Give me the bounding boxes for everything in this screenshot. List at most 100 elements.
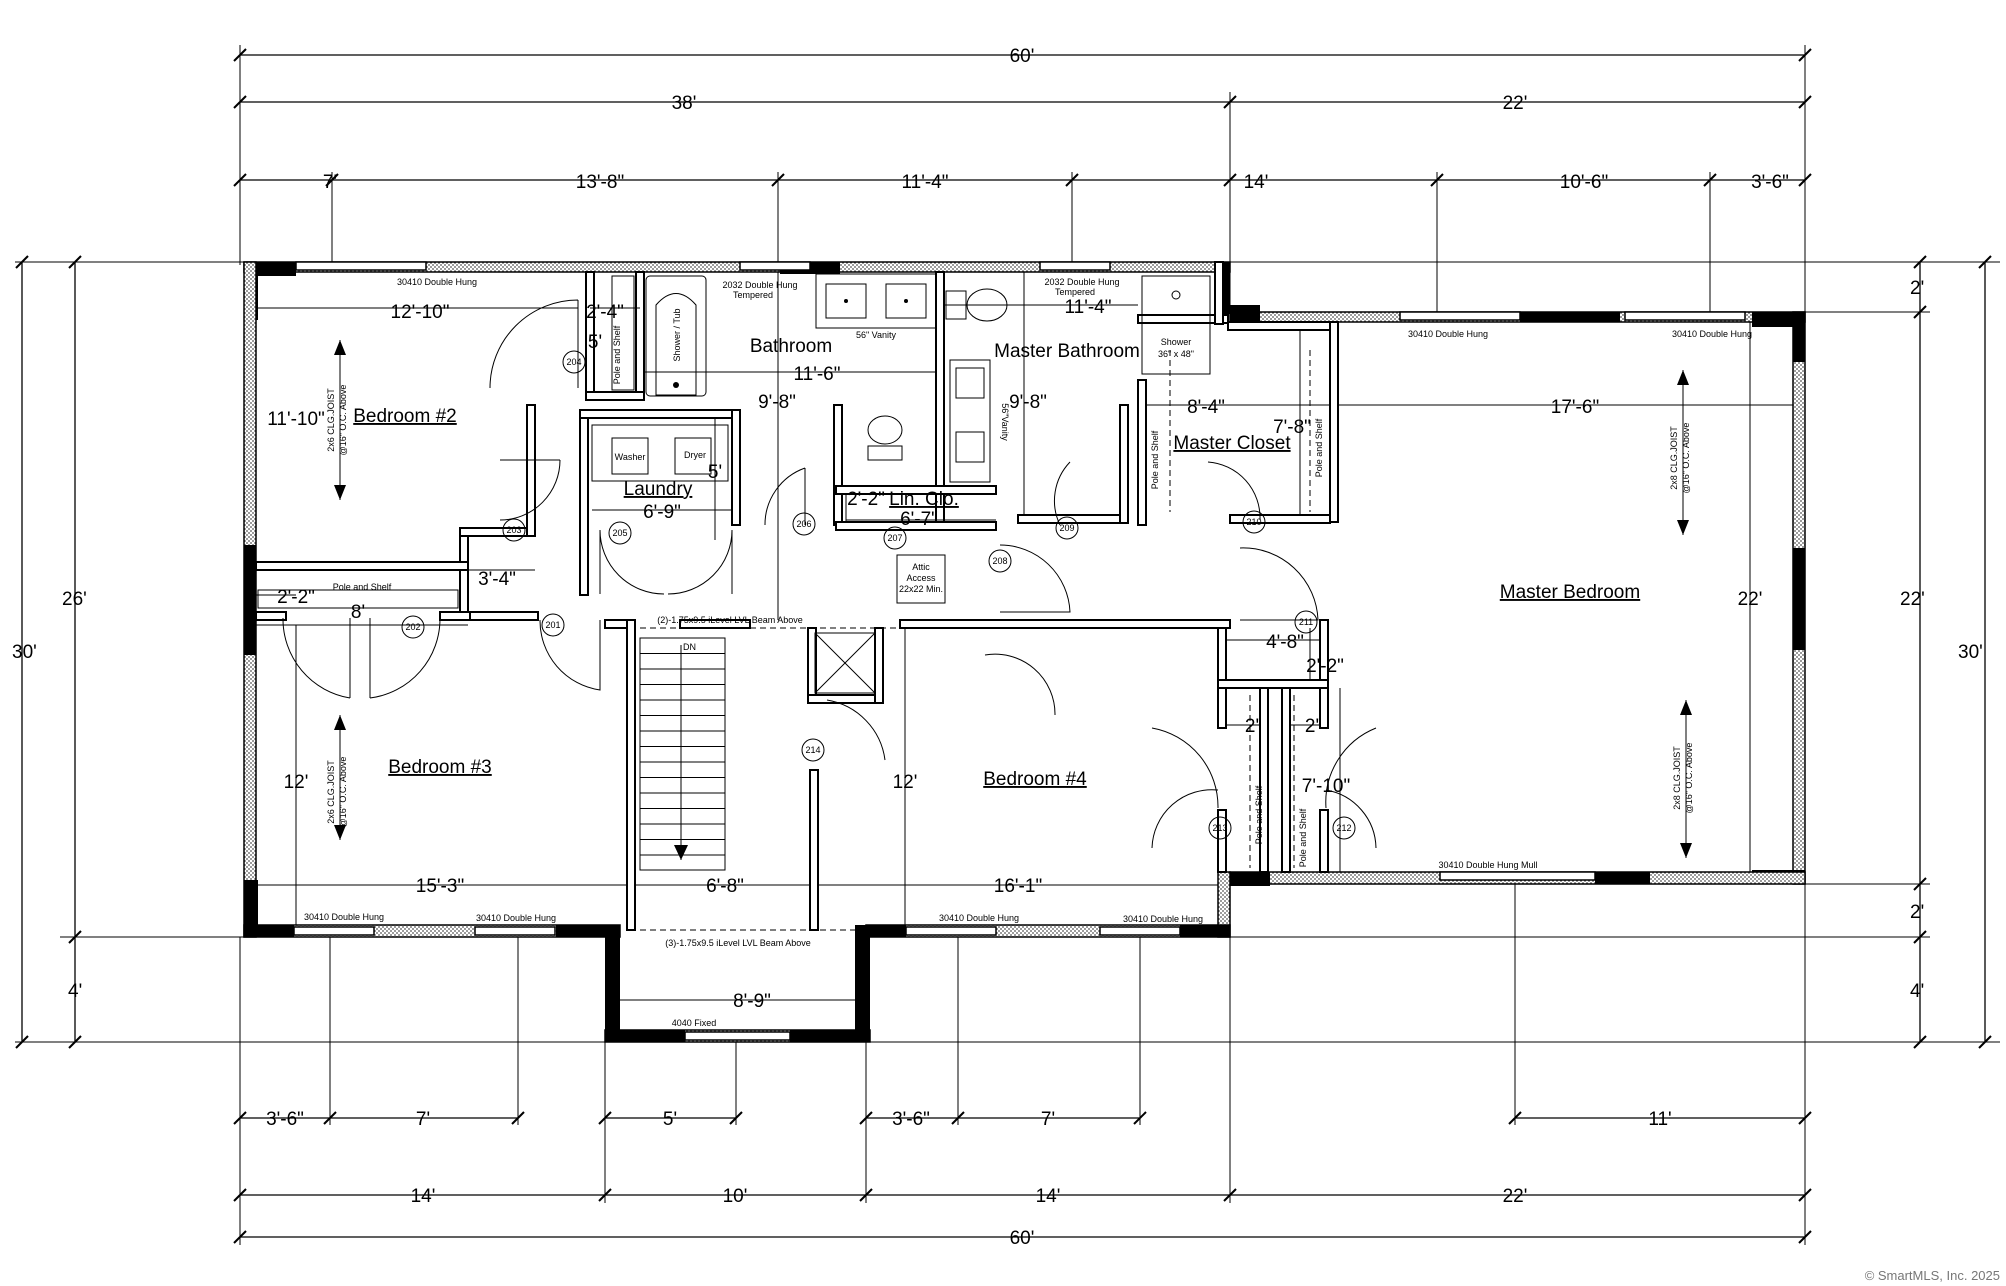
dim-bottom-a-3: 5' xyxy=(663,1109,677,1130)
window-label-mbed-2: 30410 Double Hung xyxy=(1672,329,1752,339)
window-label-bath-2: Tempered xyxy=(733,290,773,300)
pole-shelf-mcloset-right: Pole and Shelf xyxy=(1314,418,1324,477)
dim-top-left: 38' xyxy=(672,93,697,114)
dim-bottom-b-4: 22' xyxy=(1503,1186,1528,1207)
dim-top-seg-6: 3'-6" xyxy=(1751,172,1789,193)
dim-bottom-b-1: 14' xyxy=(411,1186,436,1207)
dim-b4-w: 16'-1" xyxy=(994,876,1042,897)
dim-left-total: 30' xyxy=(12,642,37,663)
dim-bottom-a-5: 7' xyxy=(1041,1109,1055,1130)
dim-top-seg-5: 10'-6" xyxy=(1560,172,1608,193)
door-tag-213: 213 xyxy=(1212,823,1227,833)
door-tag-204: 204 xyxy=(566,357,581,367)
washer-label: Washer xyxy=(615,452,646,462)
dim-top-seg-2: 13'-8" xyxy=(576,172,624,193)
room-laundry: Laundry xyxy=(624,479,693,500)
shower-tub-label: Shower / Tub xyxy=(672,308,682,361)
shower-label: Shower xyxy=(1161,337,1192,347)
door-tag-206: 206 xyxy=(796,519,811,529)
side-dimensions: 30' 26' 4' 2' 22' 30' 2' 4' xyxy=(12,255,2000,1049)
room-master-bathroom: Master Bathroom xyxy=(994,341,1140,362)
vanity-bath-label: 56" Vanity xyxy=(856,330,897,340)
dim-top-seg-4: 14' xyxy=(1244,172,1269,193)
dim-closet204-w: 2'-4" xyxy=(586,302,624,323)
beam-top-label: (2)-1.75x9.5 iLevel LVL Beam Above xyxy=(657,615,803,625)
bottom-dimensions: 3'-6" 7' 5' 3'-6" 7' 11' 14' 10' 14' 22'… xyxy=(233,880,1812,1249)
dim-stair-w: 6'-8" xyxy=(706,876,744,897)
vanity-mbath-label: 56"Vanity xyxy=(1000,403,1010,441)
joist-b3-2: @16" O.C. Above xyxy=(338,757,348,828)
door-tag-209: 209 xyxy=(1059,523,1074,533)
dim-mbath-width: 11'-4" xyxy=(1065,297,1112,318)
dim-hall211-w: 4'-8" xyxy=(1266,632,1304,653)
doors xyxy=(282,299,1377,849)
dim-top-right: 22' xyxy=(1503,93,1528,114)
dim-top-total: 60' xyxy=(1010,46,1035,67)
dim-b3-h: 12' xyxy=(284,772,309,793)
dim-b4-h: 12' xyxy=(893,772,918,793)
shower-size-label: 36" x 48" xyxy=(1158,349,1194,359)
dim-top-seg-3: 11'-4" xyxy=(902,172,949,193)
beams: (2)-1.75x9.5 iLevel LVL Beam Above (3)-1… xyxy=(640,615,900,948)
window-label-b3-1: 30410 Double Hung xyxy=(304,912,384,922)
room-bedroom-4: Bedroom #4 xyxy=(983,769,1087,790)
dim-mbath-height: 9'-8" xyxy=(1009,392,1047,413)
dim-bump-w: 8'-9" xyxy=(733,991,771,1012)
dim-bottom-a-6: 11' xyxy=(1648,1109,1671,1130)
joist-b2-1: 2x6 CLG.JOIST xyxy=(326,388,336,452)
joist-mb-2: @16" O.C. Above xyxy=(1681,423,1691,494)
window-label-mbath: 2032 Double Hung xyxy=(1044,277,1119,287)
door-tag-203: 203 xyxy=(506,525,521,535)
dim-hall211-d: 2'-2" xyxy=(1306,656,1344,677)
dim-right-main: 22' xyxy=(1900,589,1925,610)
joist-mb3-2: @16" O.C. Above xyxy=(1684,743,1694,814)
dim-bottom-total: 60' xyxy=(1010,1228,1035,1249)
windows xyxy=(293,261,1746,1041)
window-label-mbed-1: 30410 Double Hung xyxy=(1408,329,1488,339)
room-bedroom-2: Bedroom #2 xyxy=(353,406,457,427)
window-label-b3-2: 30410 Double Hung xyxy=(476,913,556,923)
dim-bottom-b-2: 10' xyxy=(723,1186,748,1207)
window-label-bath: 2032 Double Hung xyxy=(722,280,797,290)
interior-dim-lines xyxy=(256,272,1793,1001)
window-label-mbed-mull: 30410 Double Hung Mull xyxy=(1438,860,1537,870)
attic-label-3: 22x22 Min. xyxy=(899,584,943,594)
room-bathroom: Bathroom xyxy=(750,336,832,357)
dim-laundry-h: 5' xyxy=(708,462,722,483)
interior-walls xyxy=(255,261,1339,931)
dryer-label: Dryer xyxy=(684,450,706,460)
window-label-b2: 30410 Double Hung xyxy=(397,277,477,287)
dim-bottom-a-4: 3'-6" xyxy=(892,1109,930,1130)
dim-left-bottom: 4' xyxy=(68,981,82,1002)
dim-closet-b-w: 2' xyxy=(1305,716,1319,737)
window-label-b4-1: 30410 Double Hung xyxy=(939,913,1019,923)
pole-shelf-mcloset-left: Pole and Shelf xyxy=(1150,430,1160,489)
dim-b3-w: 15'-3" xyxy=(416,876,464,897)
dim-right-bottom-a: 2' xyxy=(1910,902,1924,923)
door-tag-214: 214 xyxy=(805,745,820,755)
dim-mbed-w: 17'-6" xyxy=(1551,397,1599,418)
dim-right-bottom-b: 4' xyxy=(1910,981,1924,1002)
beam-bottom-label: (3)-1.75x9.5 iLevel LVL Beam Above xyxy=(665,938,811,948)
door-tags: 201 202 203 204 205 206 207 208 209 210 … xyxy=(401,350,1356,840)
dim-bottom-a-1: 3'-6" xyxy=(266,1109,304,1130)
interior-dims: 12'-10" 11'-10" 2'-4" 5' 11'-6" 9'-8" 11… xyxy=(267,297,1762,1012)
pole-shelf-204: Pole and Shelf xyxy=(612,325,622,384)
dim-right-top: 2' xyxy=(1910,278,1924,299)
dim-hall-w: 3'-4" xyxy=(478,569,516,590)
dim-left-main: 26' xyxy=(62,589,87,610)
door-tag-211: 211 xyxy=(1299,617,1313,627)
annotations: 30410 Double Hung 2032 Double Hung Tempe… xyxy=(304,277,1752,1028)
dim-mcloset-w: 8'-4" xyxy=(1187,397,1225,418)
room-master-bedroom: Master Bedroom xyxy=(1500,582,1640,603)
dim-b2-height: 11'-10" xyxy=(267,409,325,430)
dim-mbed-h: 22' xyxy=(1738,589,1763,610)
window-label-fixed: 4040 Fixed xyxy=(672,1018,717,1028)
pole-shelf-202: Pole and Shelf xyxy=(333,582,392,592)
joist-mb-1: 2x8 CLG.JOIST xyxy=(1669,426,1679,490)
dim-right-total: 30' xyxy=(1958,642,1983,663)
stair-dn-label: DN xyxy=(683,642,696,652)
joist-b2-2: @16" O.C. Above xyxy=(338,385,348,456)
window-label-mbath-2: Tempered xyxy=(1055,287,1095,297)
room-bedroom-3: Bedroom #3 xyxy=(388,757,492,778)
